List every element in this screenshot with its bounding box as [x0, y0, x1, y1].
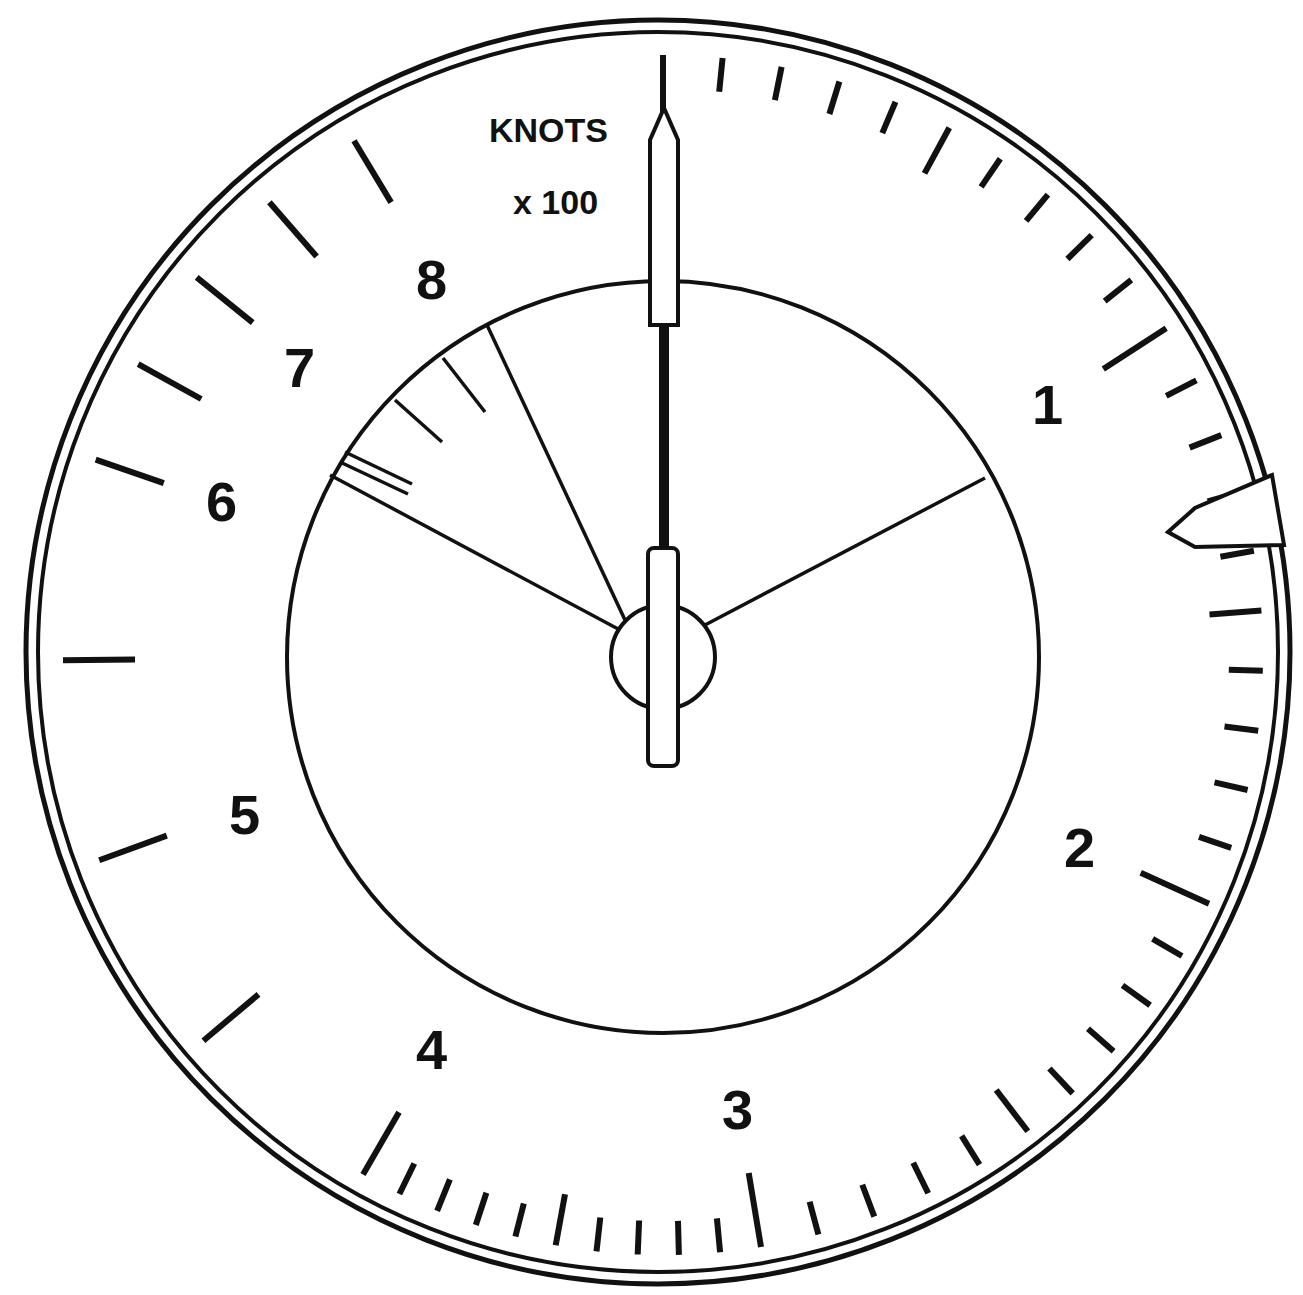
scale-tick — [962, 1136, 980, 1165]
scale-tick — [1225, 726, 1259, 730]
scale-tick — [913, 1163, 928, 1194]
scale-tick — [1153, 939, 1182, 956]
scale-tick — [882, 102, 895, 133]
scale-tick — [996, 1090, 1028, 1131]
scale-number: 6 — [206, 474, 237, 530]
scale-number: 8 — [416, 252, 447, 308]
scale-number: 2 — [1064, 820, 1095, 876]
scale-tick — [775, 67, 782, 100]
scale-tick — [1215, 782, 1248, 790]
scale-tick — [99, 836, 167, 861]
scale-tick — [96, 460, 164, 483]
scale-tick — [597, 1218, 601, 1252]
scale-ticks — [63, 55, 1263, 1255]
scale-tick — [1067, 235, 1091, 259]
scale-number: 4 — [416, 1022, 447, 1078]
scale-number: 3 — [722, 1082, 753, 1138]
scale-tick — [1026, 195, 1048, 221]
scale-tick — [1049, 1069, 1072, 1094]
scale-number: 5 — [229, 787, 260, 843]
scale-tick — [399, 1164, 414, 1195]
scale-tick — [675, 1221, 682, 1255]
scale-tick — [203, 994, 258, 1040]
scale-tick — [1166, 380, 1196, 396]
scale-number: 1 — [1032, 377, 1063, 433]
unit-label: KNOTS — [489, 113, 608, 147]
scale-tick — [269, 202, 316, 256]
scale-tick — [638, 1221, 639, 1255]
scale-tick — [1088, 1029, 1114, 1051]
scale-tick — [925, 128, 950, 174]
scale-tick — [719, 58, 722, 92]
unit-label: x 100 — [513, 185, 598, 219]
scale-tick — [437, 1179, 450, 1211]
scale-tick — [1190, 435, 1222, 448]
limit-marker — [1168, 475, 1284, 547]
scale-tick — [63, 657, 135, 664]
inner-dial — [287, 281, 1039, 1033]
needle — [648, 108, 678, 766]
scale-tick — [981, 159, 1000, 187]
scale-tick — [862, 1185, 874, 1217]
scale-tick — [749, 1173, 761, 1247]
scale-tick — [515, 1204, 523, 1237]
scale-tick — [363, 1112, 399, 1174]
scale-tick — [197, 277, 253, 322]
bezel-inner — [38, 32, 1278, 1272]
scale-tick — [829, 82, 839, 115]
scale-tick — [1123, 985, 1151, 1005]
scale-tick — [1141, 873, 1209, 904]
scale-tick — [1199, 837, 1231, 848]
scale-tick — [810, 1202, 819, 1235]
bezel-outer — [26, 20, 1290, 1284]
scale-tick — [476, 1193, 487, 1225]
scale-number: 7 — [284, 340, 315, 396]
scale-tick — [717, 1218, 720, 1252]
scale-tick — [1210, 611, 1262, 615]
scale-tick — [556, 1194, 565, 1245]
scale-tick — [354, 141, 391, 203]
scale-tick — [138, 364, 201, 399]
scale-tick — [1105, 280, 1132, 301]
scale-tick — [1220, 551, 1254, 557]
scale-tick — [1103, 328, 1166, 369]
scale-tick — [1229, 667, 1263, 674]
